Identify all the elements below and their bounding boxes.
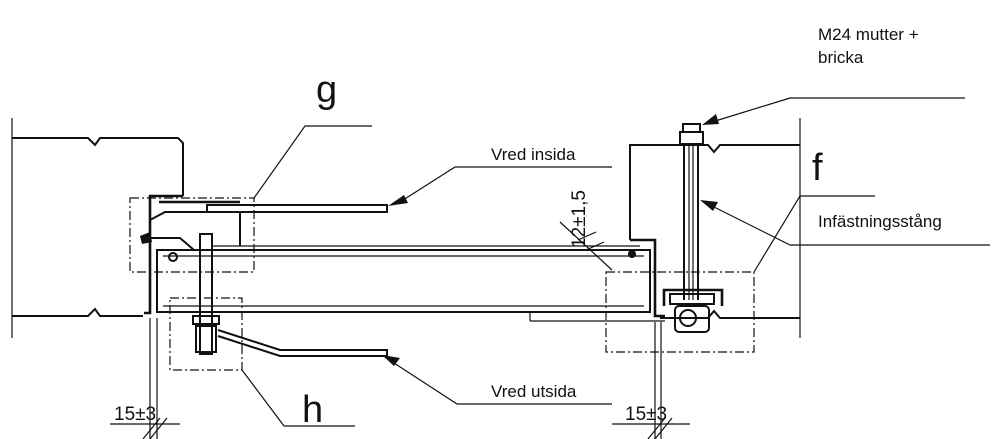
leader-knob-inside (388, 166, 612, 206)
right-wall-panel (629, 118, 801, 338)
dim-right-gap-text: 15±3 (625, 404, 667, 425)
leader-h (241, 369, 355, 427)
dim-left-gap-text: 15±3 (114, 404, 156, 425)
inside-knob (140, 204, 636, 262)
detail-box-h (169, 297, 243, 371)
label-fixing-rod: Infästningsstång (818, 212, 942, 231)
label-knob-inside: Vred insida (491, 145, 576, 164)
left-wall-panel (11, 118, 240, 338)
label-detail-f: f (812, 147, 823, 189)
label-detail-h: h (302, 389, 323, 431)
dim-door-thickness-text: 12±1,5 (569, 190, 590, 248)
leader-fixing-rod (700, 200, 990, 246)
leader-nut (702, 97, 965, 125)
label-nut-line2: bricka (818, 48, 864, 67)
door-leaf (156, 245, 665, 322)
dim-door-thickness (559, 221, 613, 271)
lower-bolt (192, 233, 388, 357)
fixing-rod (662, 123, 724, 333)
detail-box-g (129, 197, 255, 273)
label-knob-outside: Vred utsida (491, 382, 577, 401)
dim-left-gap (110, 318, 180, 439)
leader-f (753, 195, 875, 273)
dim-right-gap (612, 322, 690, 439)
label-nut-line1: M24 mutter + (818, 25, 919, 44)
detail-box-f (605, 271, 755, 353)
leader-g (253, 125, 372, 199)
label-detail-g: g (316, 69, 337, 111)
leader-knob-outside (382, 355, 612, 405)
